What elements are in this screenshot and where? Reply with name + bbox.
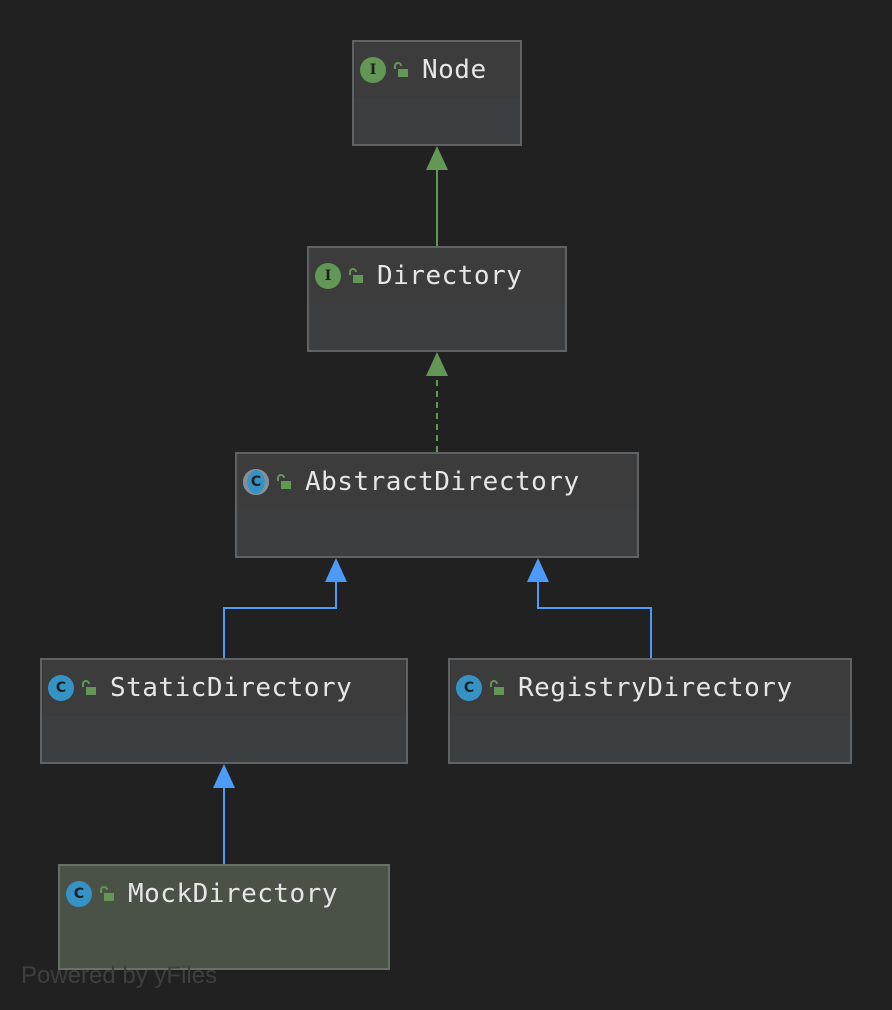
edge-arrowhead-registry-directory-to-abstract-directory (527, 558, 549, 582)
public-access-icon (100, 886, 114, 901)
abstract-class-icon: C (243, 469, 269, 495)
node-header: C StaticDirectory (42, 660, 406, 716)
class-name-label: StaticDirectory (110, 673, 353, 703)
node-header: I Node (354, 42, 520, 98)
edge-arrowhead-abstract-directory-to-directory (426, 352, 448, 376)
yfiles-watermark: Powered by yFiles (21, 962, 218, 989)
public-access-icon (349, 268, 363, 283)
edge-arrowhead-static-directory-to-abstract-directory (325, 558, 347, 582)
public-access-icon (490, 680, 504, 695)
class-node-static-directory[interactable]: C StaticDirectory (40, 658, 408, 764)
class-icon: C (48, 675, 74, 701)
node-header: C AbstractDirectory (237, 454, 637, 510)
interface-icon: I (360, 57, 386, 83)
public-access-icon (394, 62, 408, 77)
edge-arrowhead-directory-to-node (426, 146, 448, 170)
class-name-label: Directory (377, 261, 523, 291)
class-icon: C (66, 881, 92, 907)
class-node-abstract-directory[interactable]: C AbstractDirectory (235, 452, 639, 558)
class-name-label: Node (422, 55, 487, 85)
class-node-node[interactable]: I Node (352, 40, 522, 146)
class-name-label: AbstractDirectory (305, 467, 580, 497)
edge-line-static-directory-to-abstract-directory (223, 582, 337, 658)
public-access-icon (82, 680, 96, 695)
class-node-directory[interactable]: I Directory (307, 246, 567, 352)
class-name-label: MockDirectory (128, 879, 338, 909)
node-header: C RegistryDirectory (450, 660, 850, 716)
class-node-mock-directory[interactable]: C MockDirectory (58, 864, 390, 970)
class-name-label: RegistryDirectory (518, 673, 793, 703)
edge-arrowhead-mock-directory-to-static-directory (213, 764, 235, 788)
node-header: I Directory (309, 248, 565, 304)
interface-icon: I (315, 263, 341, 289)
edge-line-registry-directory-to-abstract-directory (537, 582, 652, 658)
class-node-registry-directory[interactable]: C RegistryDirectory (448, 658, 852, 764)
node-header: C MockDirectory (60, 866, 388, 922)
public-access-icon (277, 474, 291, 489)
class-icon: C (456, 675, 482, 701)
